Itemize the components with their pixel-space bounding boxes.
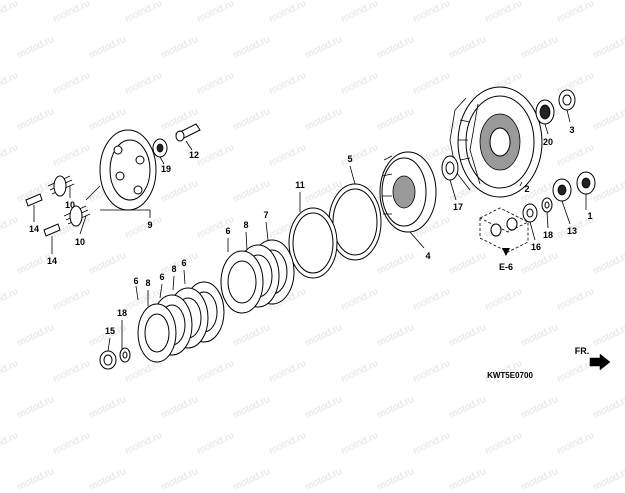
clutch-center-part <box>379 151 437 233</box>
thrust-washer-part <box>441 155 459 181</box>
front-direction-label: FR. <box>575 346 590 356</box>
callout-15: 15 <box>105 326 115 336</box>
callout-3: 3 <box>569 125 574 135</box>
callout-6-b: 6 <box>181 258 186 268</box>
clutch-exploded-diagram: 1 2 3 4 5 6 6 6 6 7 8 8 8 9 10 10 11 12 … <box>25 86 611 380</box>
callout-6-d: 6 <box>133 276 138 286</box>
lifter-rod-part <box>175 123 201 142</box>
lock-nut-part <box>99 350 117 370</box>
callout-17: 17 <box>453 202 463 212</box>
callout-14-b: 14 <box>47 256 57 266</box>
callout-8-c: 8 <box>145 278 150 288</box>
leader-lines <box>33 109 587 352</box>
clutch-spring-upper <box>47 175 75 197</box>
callout-11: 11 <box>295 180 305 190</box>
reference-label-e6: E-6 <box>499 262 513 272</box>
e6-reference-box <box>479 207 529 256</box>
callout-16: 16 <box>531 242 541 252</box>
watermark-text: motod.ru <box>447 466 488 493</box>
callout-10-a: 10 <box>65 200 75 210</box>
callout-8-b: 8 <box>171 264 176 274</box>
callout-7: 7 <box>263 210 268 220</box>
callout-9: 9 <box>147 220 152 230</box>
clutch-spring-lower <box>63 205 91 227</box>
watermark-text: motod.ru <box>303 466 344 493</box>
watermark-text: motod.ru <box>519 466 560 493</box>
watermark-text: motod.ru <box>591 466 625 493</box>
watermark-text: motod.ru <box>159 466 200 493</box>
collar-part <box>558 89 576 111</box>
diagram-code: KWT5E0700 <box>487 371 533 380</box>
watermark-text: motod.ru <box>375 466 416 493</box>
bolt-upper <box>25 193 43 207</box>
callout-labels: 1 2 3 4 5 6 6 6 6 7 8 8 8 9 10 10 11 12 … <box>29 125 593 336</box>
bearing-1-part <box>576 171 596 195</box>
clutch-outer-part <box>449 86 543 198</box>
bolt-lower <box>43 223 61 237</box>
watermark-text: motod.ru <box>15 466 56 493</box>
callout-1: 1 <box>587 211 592 221</box>
washer-right-part <box>541 197 553 213</box>
callout-14-a: 14 <box>29 224 39 234</box>
callout-18-b: 18 <box>117 308 127 318</box>
callout-5: 5 <box>347 154 352 164</box>
callout-10-b: 10 <box>75 237 85 247</box>
release-bearing-part <box>152 138 168 158</box>
watermark-text: motod.ru <box>231 466 272 493</box>
bushing-16-part <box>522 203 538 223</box>
callout-12: 12 <box>189 150 199 160</box>
callout-2: 2 <box>524 184 529 194</box>
clutch-plate-stack <box>137 239 295 363</box>
washer-lower-part <box>119 347 131 363</box>
judder-spring-part <box>328 183 382 261</box>
pressure-plate-part <box>99 129 157 211</box>
callout-20: 20 <box>543 137 553 147</box>
judder-seat-part <box>288 207 338 279</box>
callout-8-a: 8 <box>243 220 248 230</box>
callout-18-a: 18 <box>543 230 553 240</box>
callout-19: 19 <box>161 164 171 174</box>
bearing-13-part <box>552 178 572 202</box>
callout-4: 4 <box>425 251 430 261</box>
callout-6-c: 6 <box>159 272 164 282</box>
front-direction-arrow <box>589 353 611 371</box>
watermark-text: motod.ru <box>87 466 128 493</box>
needle-bearing-part <box>535 99 555 125</box>
callout-13: 13 <box>567 226 577 236</box>
callout-6-a: 6 <box>225 226 230 236</box>
